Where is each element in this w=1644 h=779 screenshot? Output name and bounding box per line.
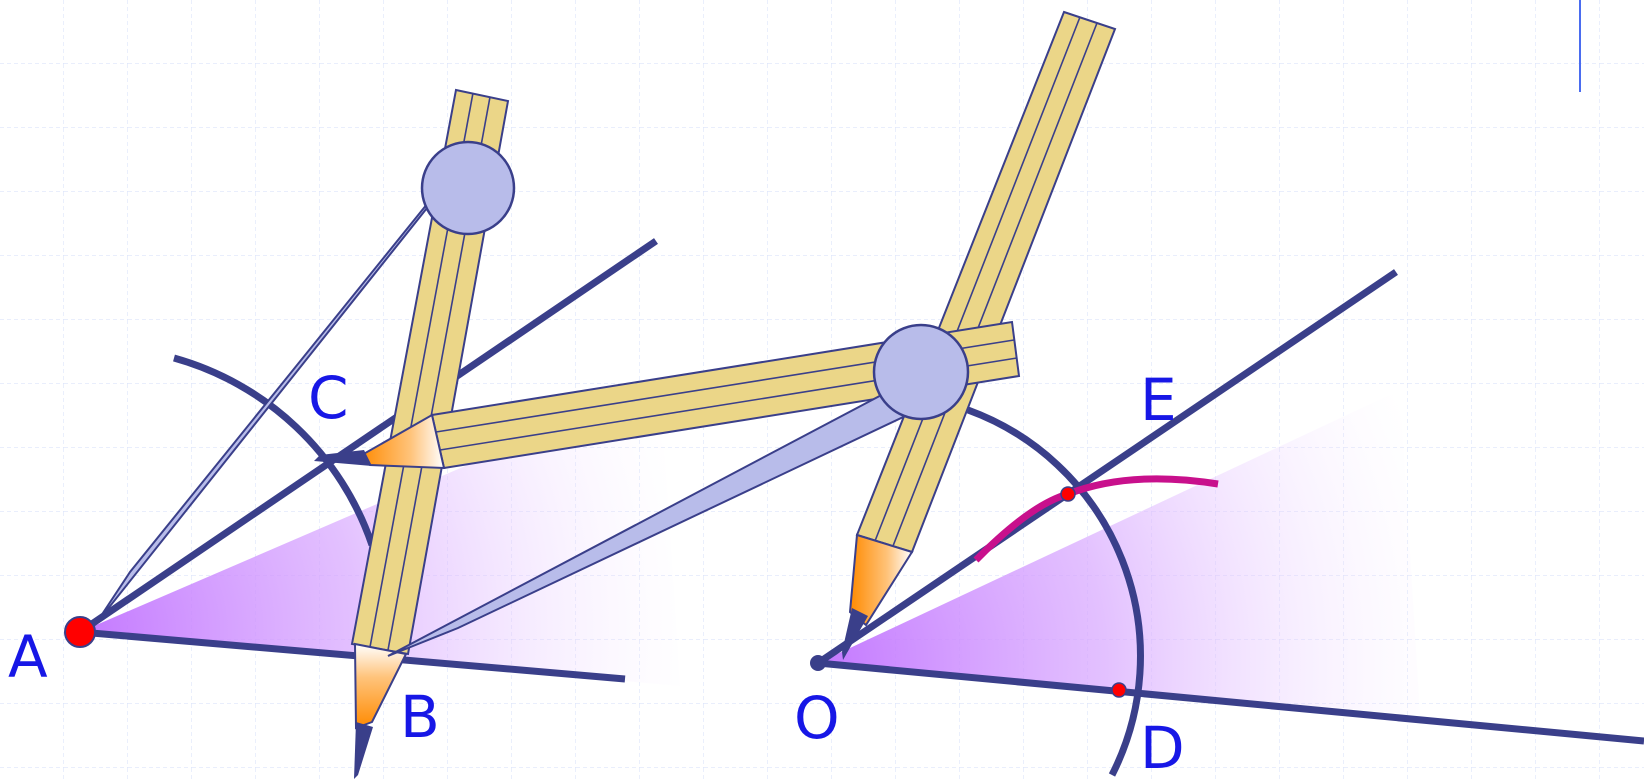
label-e: E (1140, 366, 1177, 434)
arc-through-c-b (173, 354, 376, 547)
ray-od (817, 659, 1644, 745)
compass-right-vertical-tip (848, 533, 914, 627)
compass-right-horizontal-lead (314, 450, 372, 466)
pencil-stripe (874, 16, 1081, 542)
ray-oe (816, 269, 1398, 666)
label-c: C (308, 364, 349, 432)
ray-ac (78, 238, 658, 635)
label-d: D (1140, 714, 1185, 779)
compass-left-hinge (420, 140, 516, 236)
label-b: B (400, 683, 440, 751)
arc-through-e-d (966, 406, 1144, 777)
compass-right-hinge (872, 323, 970, 421)
point-e (1060, 486, 1076, 502)
label-a: A (8, 623, 48, 691)
compass-right (314, 10, 1117, 660)
point-o (810, 655, 826, 671)
ray-ab (79, 628, 626, 683)
label-o: O (794, 684, 840, 752)
compass-left-lead (354, 722, 373, 779)
pencil-stripe (892, 22, 1098, 547)
compass-right-vertical-lead (842, 608, 868, 660)
point-d (1111, 682, 1127, 698)
compass-left-pencil-tip (353, 642, 408, 730)
point-a (64, 616, 96, 648)
